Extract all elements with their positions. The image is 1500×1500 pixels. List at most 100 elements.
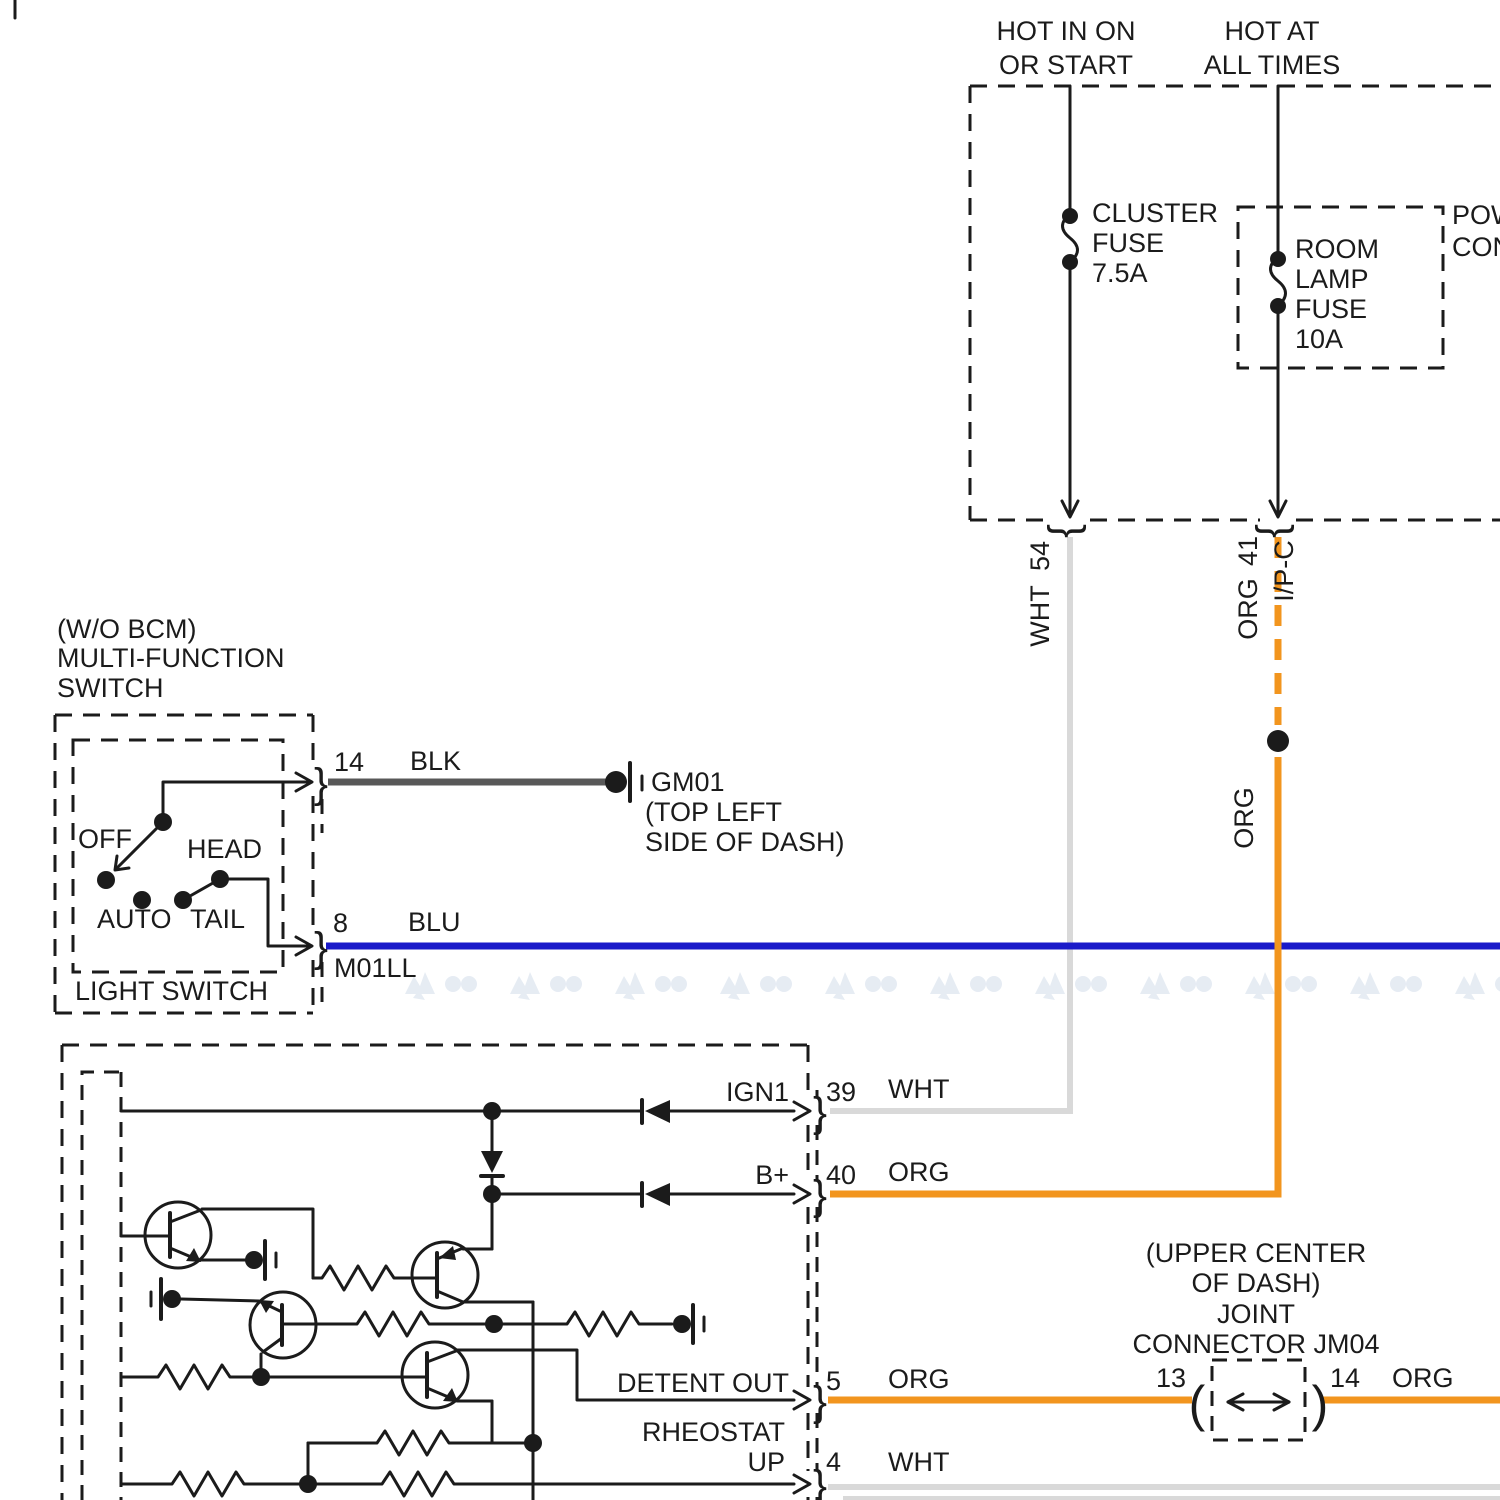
room-lamp-fuse: ROOM LAMP FUSE 10A [1268,84,1379,519]
lever-arrow-icon [113,854,131,872]
wht-wire-pin4 [828,1484,1500,1500]
label-gm01: GM01 [651,767,725,797]
switch-title: (W/O BCM) [57,614,196,644]
svg-text:10A: 10A [1295,324,1343,354]
svg-text:SIDE OF DASH): SIDE OF DASH) [645,827,845,857]
label-blu: BLU [408,907,461,937]
resistor-icon [119,1363,429,1391]
label-off: OFF [78,824,132,854]
label-pin5: 5 [826,1366,841,1396]
label-jm04-pin13: 13 [1156,1363,1186,1393]
label-bplus: B+ [755,1160,789,1190]
transistor-icon [410,1240,480,1310]
label-ign1: IGN1 [726,1077,789,1107]
label-wht: WHT [1025,585,1055,646]
svg-text:CLUSTER: CLUSTER [1092,198,1218,228]
multi-function-switch: (W/O BCM) MULTI-FUNCTION SWITCH [53,614,461,1015]
label-blk: BLK [410,746,461,776]
connector-bracket-icon: } [813,1172,827,1219]
label-pin8: 8 [333,908,348,938]
svg-text:FUSE: FUSE [1295,294,1367,324]
label-auto: AUTO [97,904,172,934]
svg-text:MULTI-FUNCTION: MULTI-FUNCTION [57,643,284,673]
feed-wire-labels: 54 WHT 41 ORG I/P-C ORG [1025,536,1299,849]
ground-icon [149,1277,181,1321]
room-lamp-fuse-box [1236,205,1445,370]
svg-text:FUSE: FUSE [1092,228,1164,258]
rheostat-module: } } } } IGN1 39 WHT B+ 40 ORG DETENT OUT… [60,1043,950,1500]
label-org-mid: ORG [1229,787,1259,849]
label-head: HEAD [187,834,262,864]
label-org: ORG [1233,578,1263,640]
svg-text:(UPPER CENTER: (UPPER CENTER [1146,1238,1367,1268]
label-pin4-wht: WHT [888,1447,949,1477]
pin-arrow-icon [792,1183,812,1205]
connector-bracket-icon: } [1047,524,1094,538]
joint-connector-jm04: (UPPER CENTER OF DASH) JOINT CONNECTOR J… [1132,1238,1454,1442]
connector-bracket-icon: } [813,1462,827,1500]
label-clipped-con: CON [1452,232,1500,262]
label-org-pin41: 41 [1233,536,1263,566]
connector-paren-icon: ( [1189,1376,1206,1432]
light-switch-contacts [97,771,314,957]
connector-paren-icon: ) [1312,1376,1329,1432]
label-jm04-pin14: 14 [1330,1363,1360,1393]
svg-text:ROOM: ROOM [1295,234,1379,264]
svg-text:CONNECTOR JM04: CONNECTOR JM04 [1132,1329,1379,1359]
down-arrow-icon [1268,499,1288,519]
label-ipc-connector: I/P-C [1269,540,1299,602]
light-switch-box [71,738,285,974]
ground-icon [673,1303,706,1345]
label-m01ll: M01LL [334,953,417,983]
down-arrow-icon [1060,499,1080,519]
label-hot-right: HOT AT [1224,16,1319,46]
label-pin40: 40 [826,1160,856,1190]
label-light-switch: LIGHT SWITCH [75,976,268,1006]
diode-icon [640,1181,670,1208]
label-wht-pin54: 54 [1025,541,1055,571]
pin-arrow-icon [294,771,314,793]
rheostat-circuit [119,1098,812,1500]
resistor-icon [306,1429,535,1457]
transistor-icon [119,1200,213,1270]
pin-arrow-icon [792,1389,812,1411]
connector-bracket-icon: } [813,1089,827,1136]
label-tail: TAIL [190,904,245,934]
org-feed-wire-41 [830,537,1289,1198]
label-pin4: 4 [826,1447,841,1477]
gm01-ground: GM01 (TOP LEFT SIDE OF DASH) [605,761,845,857]
label-jm04-org: ORG [1392,1363,1454,1393]
pin-arrow-icon [294,935,314,957]
label-up: UP [747,1447,785,1477]
label-hot-right2: ALL TIMES [1204,50,1341,80]
cluster-fuse: CLUSTER FUSE 7.5A [1060,84,1218,519]
double-arrow-icon [1226,1392,1291,1412]
connector-bracket-icon: } [813,1378,827,1425]
resistor-icon [280,1310,674,1338]
diode-icon [640,1098,670,1125]
resistor-icon [119,1470,796,1498]
label-hot-left2: OR START [999,50,1133,80]
svg-text:OF DASH): OF DASH) [1191,1268,1320,1298]
diode-icon [479,1151,505,1178]
svg-text:LAMP: LAMP [1295,264,1369,294]
svg-text:SWITCH: SWITCH [57,673,163,703]
svg-text:(TOP LEFT: (TOP LEFT [645,797,782,827]
label-detent-out: DETENT OUT [617,1368,789,1398]
label-clipped-pow: POW [1452,200,1500,230]
wht-feed-wire-54 [830,537,1073,1114]
svg-text:JOINT: JOINT [1217,1299,1295,1329]
connector-bracket-icon: } [314,924,328,971]
label-pin39: 39 [826,1077,856,1107]
pin-arrow-icon [792,1473,812,1495]
watermark-pattern [405,972,1500,1000]
label-pin5-org: ORG [888,1364,950,1394]
label-rheostat: RHEOSTAT [642,1417,785,1447]
label-pin39-wht: WHT [888,1074,949,1104]
ground-icon [245,1239,278,1281]
resistor-icon [311,1264,439,1292]
connector-bracket-icon: } [314,760,328,807]
label-pin14: 14 [334,747,364,777]
